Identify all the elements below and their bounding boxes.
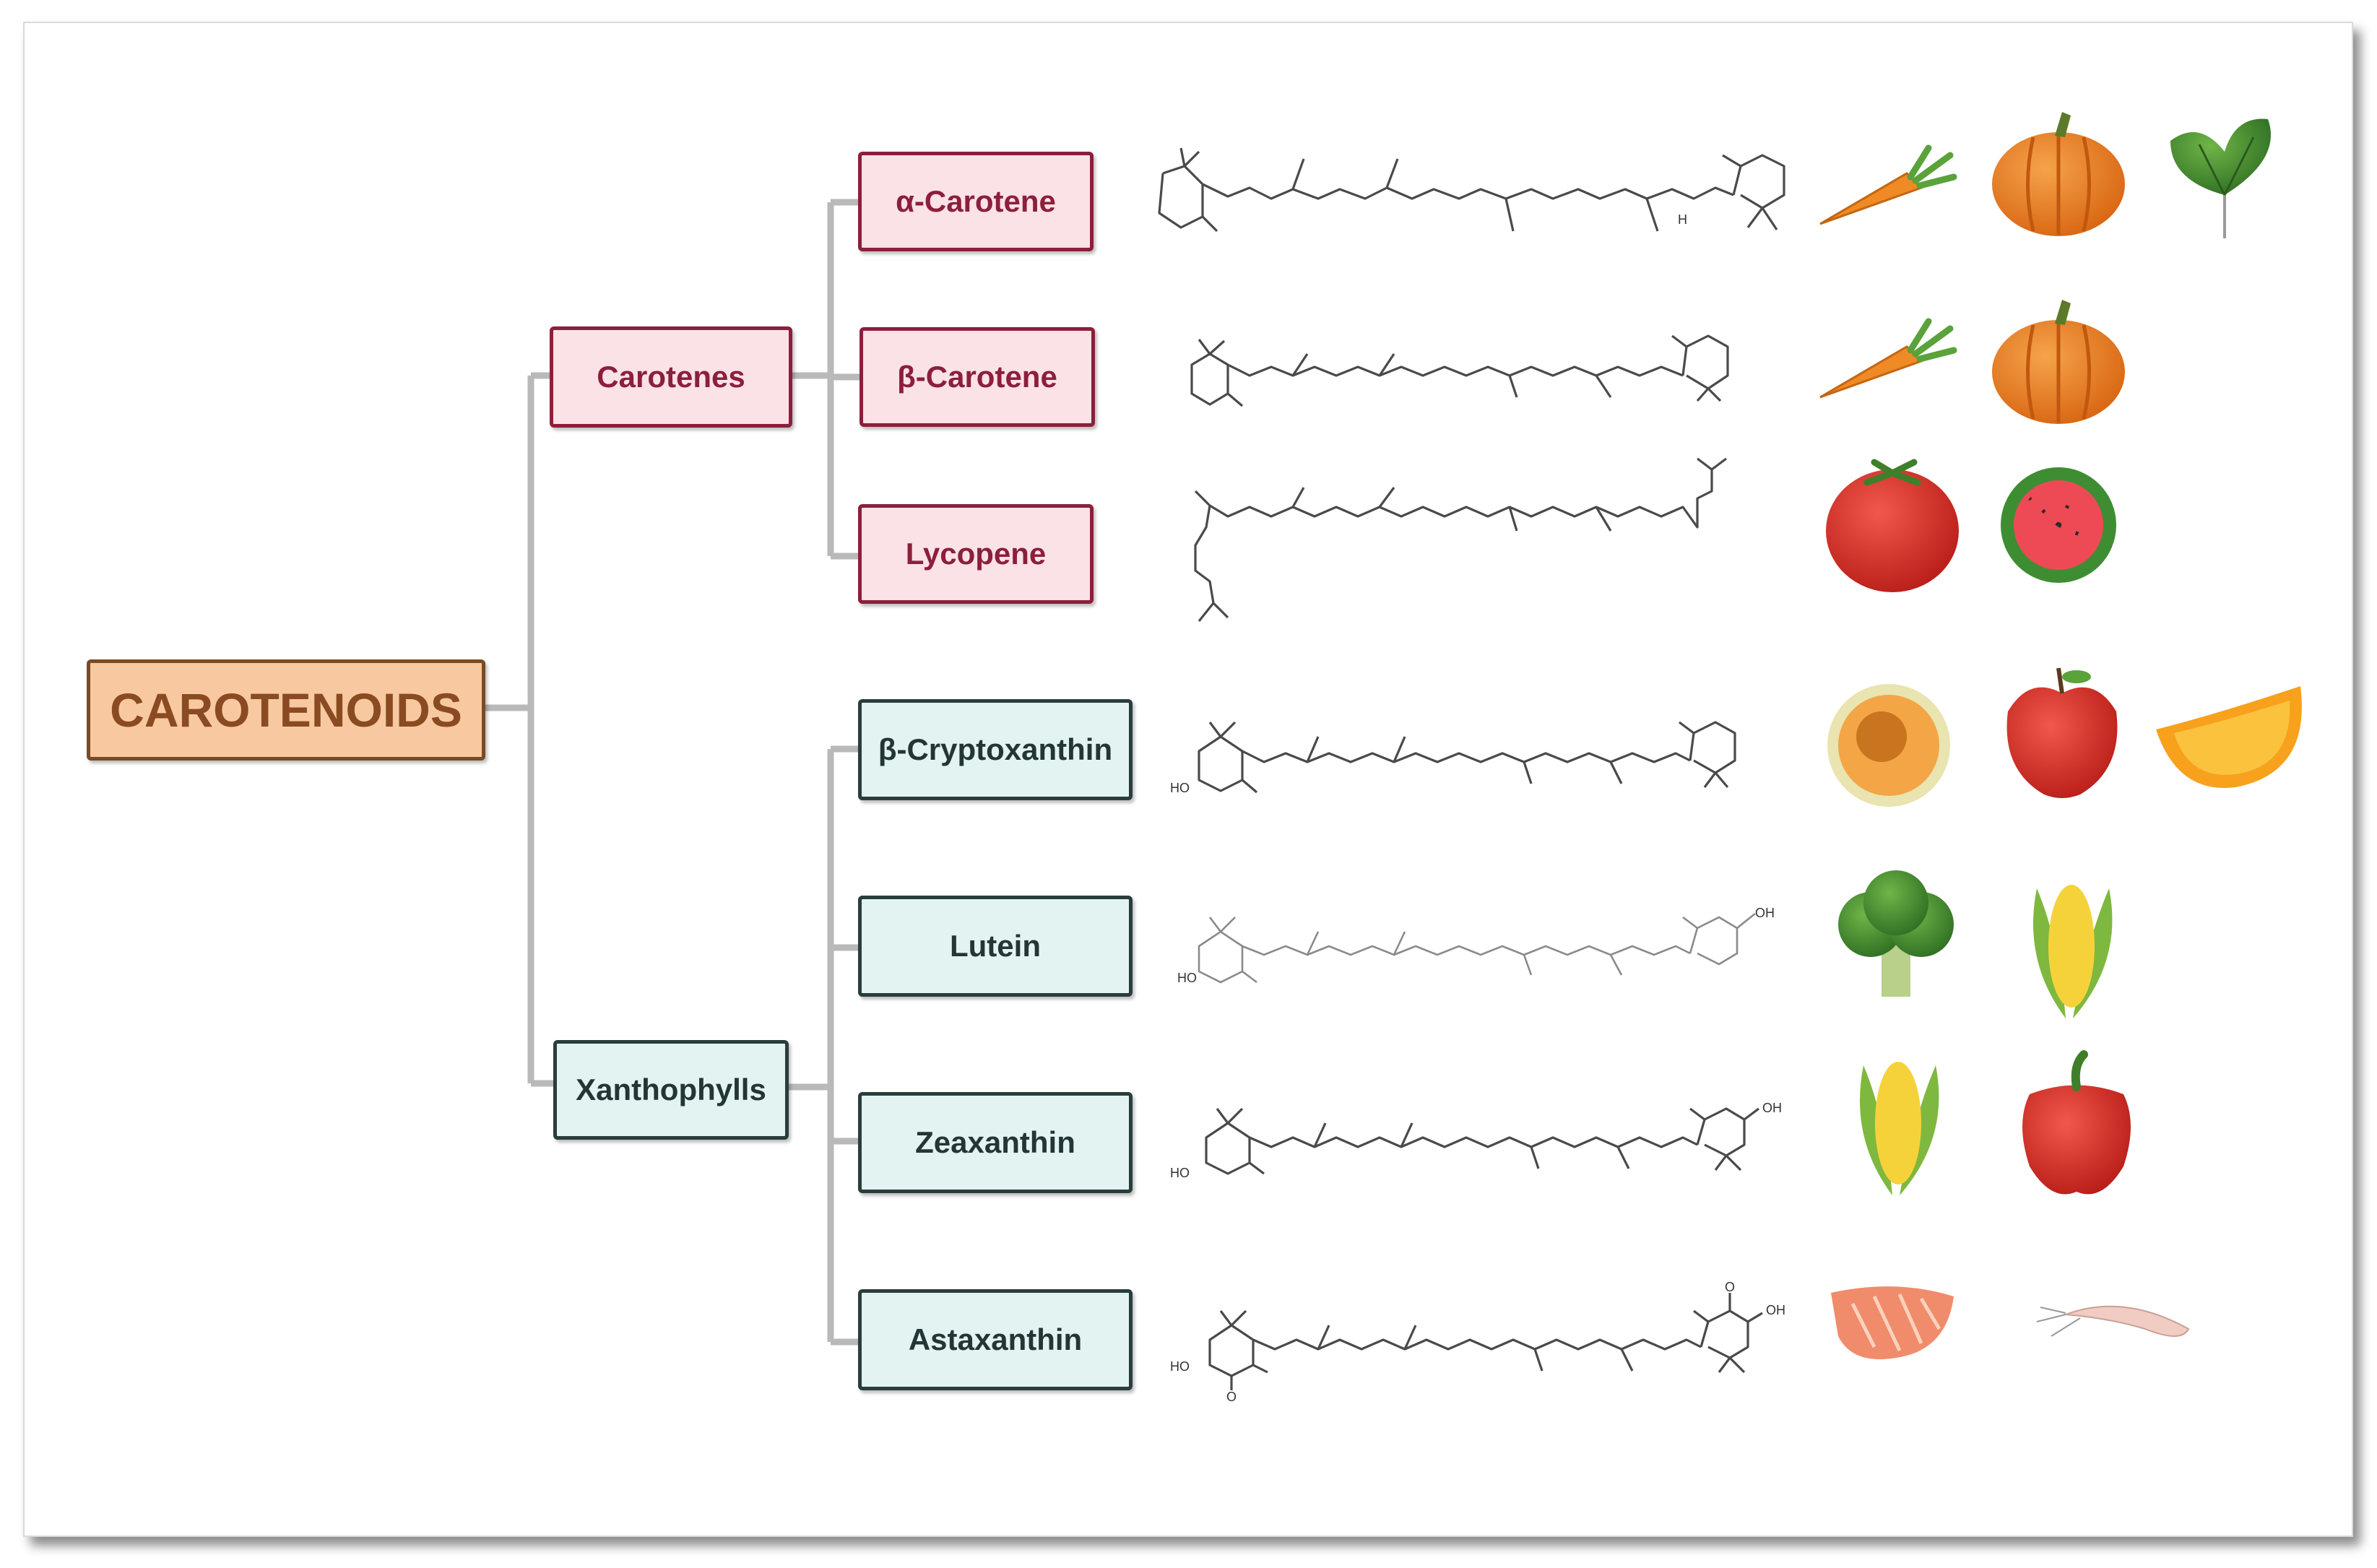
structure-astaxanthin: HO O O OH xyxy=(1170,1280,1785,1404)
compound-node-beta-cryptoxanthin: β-Cryptoxanthin xyxy=(858,699,1133,800)
corn-icon xyxy=(2033,885,2113,1018)
pumpkin-icon xyxy=(1992,112,2125,236)
shrimp-icon xyxy=(2036,1305,2190,1337)
atom-label-h: H xyxy=(1678,212,1687,227)
corn-icon-2 xyxy=(1860,1062,1939,1195)
tree-connectors xyxy=(484,199,861,1346)
compound-node-lutein: Lutein xyxy=(858,896,1133,997)
salmon-fillet-icon xyxy=(1831,1286,1954,1359)
atom-label-o-upper: O xyxy=(1725,1280,1735,1294)
compound-node-alpha-carotene: α-Carotene xyxy=(858,152,1094,251)
bell-pepper-icon xyxy=(2022,1050,2131,1195)
figure-frame xyxy=(23,22,2353,1537)
connector-carotenes-branch xyxy=(791,199,861,560)
atom-label-oh-zeaxanthin: OH xyxy=(1762,1101,1782,1115)
tomato-icon xyxy=(1826,459,1959,592)
atom-label-ho-zeaxanthin: HO xyxy=(1170,1166,1190,1180)
atom-label-ho-lutein: HO xyxy=(1177,971,1197,985)
atom-label-ho: HO xyxy=(1170,781,1190,795)
compound-node-lycopene: Lycopene xyxy=(858,504,1094,604)
carrot-icon xyxy=(1819,144,1957,225)
root-node-carotenoids: CAROTENOIDS xyxy=(87,659,485,761)
atom-label-ho-astaxanthin: HO xyxy=(1170,1359,1190,1374)
connector-root-trunk xyxy=(484,376,534,1083)
watermelon-icon xyxy=(2001,467,2116,583)
structure-beta-cryptoxanthin: HO xyxy=(1170,721,1736,795)
connector-xanthophylls-branch xyxy=(787,745,860,1346)
structure-lutein: HO OH xyxy=(1177,906,1775,985)
compound-node-astaxanthin: Astaxanthin xyxy=(858,1289,1133,1390)
group-node-xanthophylls: Xanthophylls xyxy=(553,1040,789,1140)
compound-node-zeaxanthin: Zeaxanthin xyxy=(858,1092,1133,1193)
atom-label-o-lower: O xyxy=(1226,1390,1237,1404)
orange-slice-icon xyxy=(2156,686,2302,788)
compound-node-beta-carotene: β-Carotene xyxy=(860,327,1095,427)
structure-beta-carotene xyxy=(1190,334,1729,407)
structure-lycopene xyxy=(1194,457,1727,622)
structure-zeaxanthin: HO OH xyxy=(1170,1101,1782,1180)
carrot-icon-2 xyxy=(1819,318,1957,399)
apple-icon xyxy=(2006,667,2118,798)
cantaloupe-icon xyxy=(1827,684,1950,807)
atom-label-oh-lutein: OH xyxy=(1755,906,1775,920)
broccoli-icon xyxy=(1838,870,1954,997)
pumpkin-icon-2 xyxy=(1992,300,2125,424)
group-node-carotenes: Carotenes xyxy=(550,326,792,428)
spinach-icon xyxy=(2170,118,2271,238)
atom-label-oh-astaxanthin: OH xyxy=(1766,1303,1785,1317)
structure-alpha-carotene: H xyxy=(1158,147,1785,233)
